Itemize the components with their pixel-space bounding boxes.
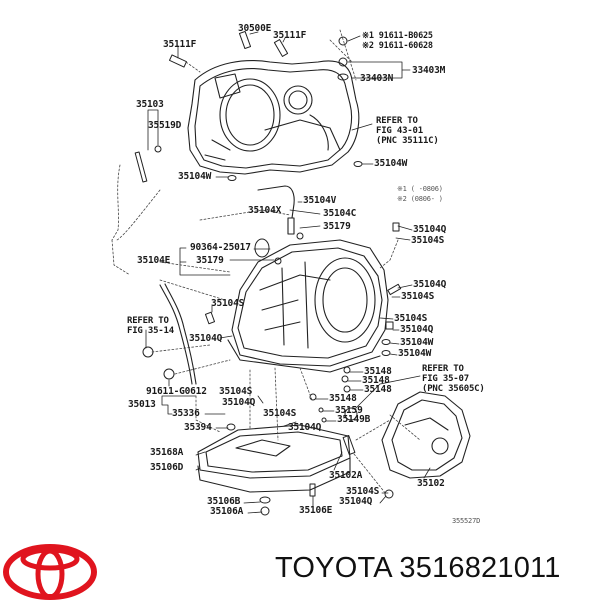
part-label[interactable]: 35394 [184, 422, 212, 433]
part-label[interactable]: 35168A [150, 447, 184, 458]
part-label[interactable]: 35106A [210, 506, 244, 517]
part-number-title: TOYOTA 3516821011 [275, 552, 561, 584]
part-label[interactable]: 35148 [364, 366, 392, 377]
reference-note: REFER TO FIG 35-07 (PNC 35605C) [422, 364, 485, 394]
diagram-id-code: 355527D [452, 517, 481, 525]
part-label[interactable]: 35104E [137, 255, 171, 266]
part-label[interactable]: 35106D [150, 462, 184, 473]
toyota-logo-icon [3, 544, 97, 600]
part-label[interactable]: 35104W [178, 171, 212, 182]
part-label[interactable]: 35104S [263, 408, 297, 419]
leader-lines [145, 31, 431, 514]
part-label[interactable]: 35104S [411, 235, 445, 246]
part-label[interactable]: 35104Q [413, 224, 447, 235]
part-label[interactable]: 35104Q [339, 496, 373, 507]
part-label[interactable]: 35159 [335, 405, 363, 416]
part-label[interactable]: 30500E [238, 23, 272, 34]
part-label[interactable]: 35104Q [288, 422, 322, 433]
part-label[interactable]: 33403M [412, 65, 446, 76]
part-label[interactable]: 35111F [273, 30, 307, 41]
part-label[interactable]: 35104W [398, 348, 432, 359]
part-label[interactable]: 35148 [364, 384, 392, 395]
part-label[interactable]: 35104S [401, 291, 435, 302]
part-label[interactable]: 35103 [136, 99, 164, 110]
part-label[interactable]: 35104Q [413, 279, 447, 290]
part-label[interactable]: 35104S [346, 486, 380, 497]
part-label[interactable]: ※2 91611-60628 [362, 41, 433, 51]
transaxle-housing-illustration [187, 60, 471, 493]
part-label[interactable]: 35104Q [222, 397, 256, 408]
part-label[interactable]: 35106B [207, 496, 241, 507]
part-label[interactable]: 35148 [329, 393, 357, 404]
part-label[interactable]: 35149B [337, 414, 371, 425]
reference-note: REFER TO FIG 35-14 [127, 316, 174, 336]
parts-diagram: ※1 ( -0806) ※2 (0806- ) 355527D 35111F 3… [111, 23, 485, 525]
dipstick-tube-illustration [159, 185, 295, 385]
part-label[interactable]: 35104W [400, 337, 434, 348]
part-label[interactable]: 35179 [323, 221, 351, 232]
legend-line-1: ※1 ( -0806) [397, 185, 443, 193]
part-label[interactable]: 91611-G0612 [146, 386, 207, 397]
reference-note: REFER TO FIG 43-01 (PNC 35111C) [376, 116, 439, 146]
legend-line-2: ※2 (0806- ) [397, 195, 443, 203]
part-label[interactable]: 35102 [417, 478, 445, 489]
part-label[interactable]: 35104S [211, 298, 245, 309]
part-label[interactable]: ※1 91611-B0625 [362, 31, 433, 41]
part-label[interactable]: 35104Q [189, 333, 223, 344]
part-label[interactable]: 35104V [303, 195, 337, 206]
part-label[interactable]: 35179 [196, 255, 224, 266]
part-label[interactable]: 35013 [128, 399, 156, 410]
part-label[interactable]: 35106E [299, 505, 333, 516]
part-label[interactable]: 35519D [148, 120, 182, 131]
part-label[interactable]: 35104Q [400, 324, 434, 335]
part-label[interactable]: 90364-25017 [190, 242, 251, 253]
part-label[interactable]: 35148 [362, 375, 390, 386]
part-label[interactable]: 35104W [374, 158, 408, 169]
alignment-lines [111, 29, 421, 495]
part-label[interactable]: 35104S [394, 313, 428, 324]
transmission-exploded-view [111, 29, 471, 516]
part-label[interactable]: 35111F [163, 39, 197, 50]
part-label[interactable]: 35104X [248, 205, 282, 216]
part-label[interactable]: 33403N [360, 73, 394, 84]
part-label[interactable]: 35104C [323, 208, 357, 219]
part-label[interactable]: 35104S [219, 386, 253, 397]
part-label[interactable]: 35336 [172, 408, 200, 419]
fastener-icons [134, 30, 402, 516]
part-label[interactable]: 35102A [329, 470, 363, 481]
